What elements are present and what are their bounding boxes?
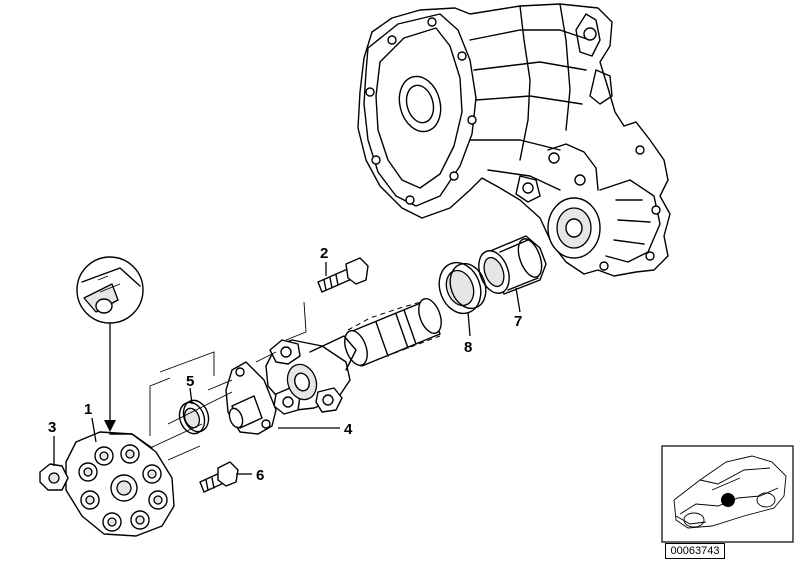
detail-view-circle-icon xyxy=(76,256,144,432)
callout-leaders xyxy=(53,262,521,475)
callout-6: 6 xyxy=(256,467,264,484)
hex-bolt-icon xyxy=(317,257,369,293)
callouts: 1 2 3 4 5 6 7 8 xyxy=(48,245,522,484)
vehicle-location-thumbnail-icon xyxy=(661,445,794,543)
callout-2: 2 xyxy=(320,245,328,262)
callout-8: 8 xyxy=(464,339,472,356)
callout-3: 3 xyxy=(48,419,56,436)
shaft-seal-ring-icon xyxy=(438,261,487,315)
flex-disc-joint-icon xyxy=(65,431,175,537)
seal-ring-icon xyxy=(178,399,210,435)
hex-bolt-icon xyxy=(199,461,239,493)
callout-7: 7 xyxy=(514,313,522,330)
callout-1: 1 xyxy=(84,401,92,418)
dust-cap-icon xyxy=(478,235,547,295)
flange-housing-icon xyxy=(265,335,357,415)
hex-nut-icon xyxy=(39,463,69,491)
callout-5: 5 xyxy=(186,373,194,390)
alignment-lines xyxy=(149,301,307,461)
output-shaft-icon xyxy=(344,298,442,367)
diagram-id-label: 00063743 xyxy=(665,543,725,559)
callout-4: 4 xyxy=(344,421,353,438)
transfer-case-housing-icon xyxy=(357,3,671,277)
centering-sleeve-icon xyxy=(225,361,277,435)
